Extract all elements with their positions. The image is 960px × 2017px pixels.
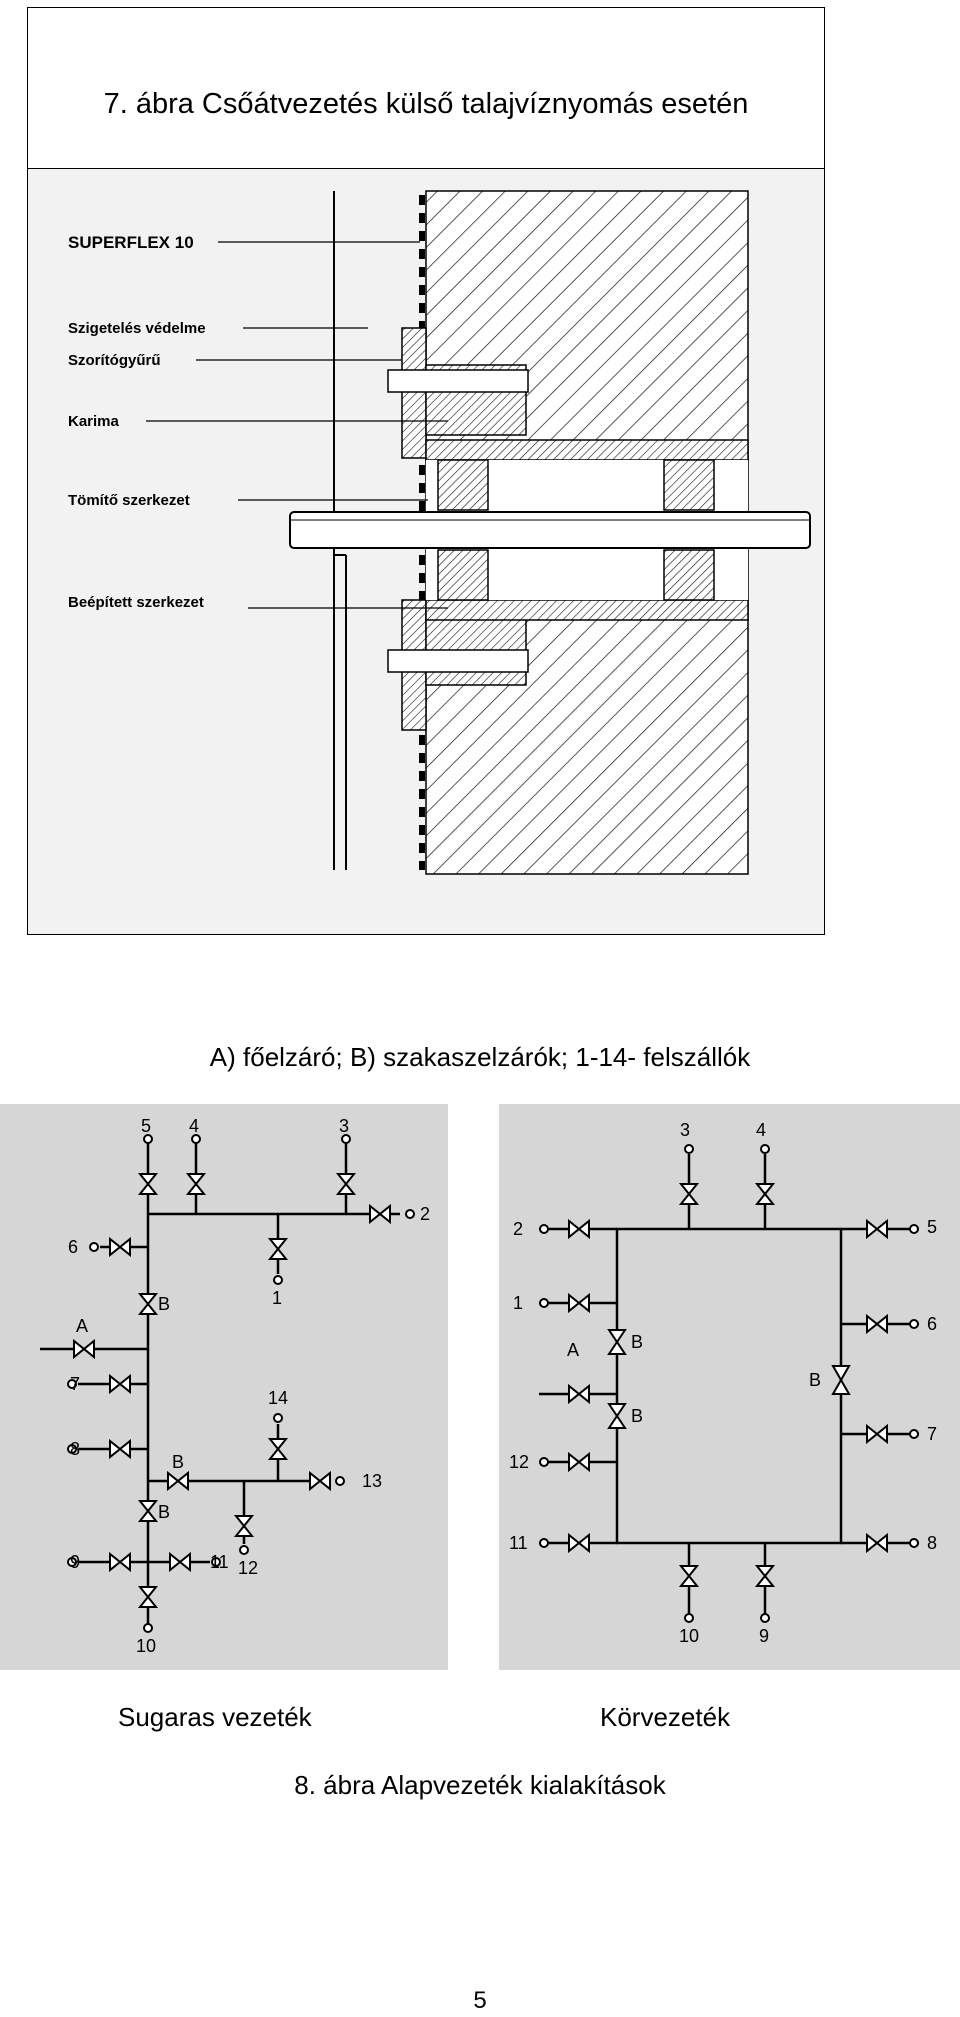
riser-label: 8 (927, 1533, 938, 1553)
riser-label: 8 (70, 1439, 81, 1459)
riser-label: 12 (509, 1452, 530, 1472)
riser-label: 6 (927, 1314, 938, 1334)
figure-7-title-box (27, 7, 825, 169)
valve-letter-b: B (158, 1502, 171, 1522)
label-built-in-structure: Beépített szerkezet (68, 594, 204, 611)
label-superflex: SUPERFLEX 10 (68, 233, 194, 252)
riser-label: 12 (238, 1558, 259, 1578)
figure-7-title: 7. ábra Csőátvezetés külső talajvíznyomá… (103, 88, 749, 120)
riser-label: 6 (68, 1237, 79, 1257)
figure-8-title: 8. ábra Alapvezeték kialakítások (294, 1770, 666, 1800)
ring-network-diagram (539, 1144, 919, 1623)
label-insulation-protection: Szigetelés védelme (68, 320, 206, 337)
label-sealing-structure: Tömítő szerkezet (68, 492, 190, 509)
riser-label: 5 (141, 1116, 152, 1136)
valve-letter-b: B (158, 1294, 171, 1314)
radial-network-caption: Sugaras vezeték (118, 1702, 312, 1732)
valve-letter-a: A (567, 1340, 580, 1360)
valve-letter-a: A (76, 1316, 89, 1336)
valve-letter-b: B (631, 1332, 644, 1352)
riser-label: 3 (339, 1116, 350, 1136)
riser-label: 4 (189, 1116, 200, 1136)
ring-network-panel: 3 4 2 5 1 6 7 12 11 8 10 9 A B B B (499, 1104, 960, 1670)
page-number: 5 (473, 1987, 487, 2014)
valve-letter-b: B (631, 1406, 644, 1426)
legend-caption: A) főelzáró; B) szakaszelzárók; 1-14- fe… (209, 1042, 751, 1072)
riser-label: 2 (420, 1204, 431, 1224)
riser-label: 11 (210, 1552, 229, 1572)
riser-label: 14 (268, 1388, 289, 1408)
riser-label: 7 (927, 1424, 938, 1444)
riser-label: 9 (70, 1552, 81, 1572)
ring-network-caption: Körvezeték (600, 1702, 731, 1732)
riser-label: 4 (756, 1120, 767, 1140)
riser-label: 11 (509, 1533, 528, 1553)
valve-letter-b: B (172, 1452, 185, 1472)
riser-label: 1 (272, 1288, 283, 1308)
pipe-penetration-drawing (28, 170, 824, 934)
radial-network-panel: 5 4 3 2 6 1 7 8 14 13 9 11 12 10 A B B B (0, 1104, 448, 1670)
riser-label: 2 (513, 1219, 524, 1239)
riser-label: 10 (136, 1636, 157, 1656)
riser-label: 10 (679, 1626, 700, 1646)
riser-label: 9 (759, 1626, 770, 1646)
riser-label: 1 (513, 1293, 524, 1313)
riser-label: 7 (70, 1374, 81, 1394)
radial-network-diagram (40, 1134, 415, 1633)
riser-label: 3 (680, 1120, 691, 1140)
riser-label: 5 (927, 1217, 938, 1237)
valve-letter-b: B (809, 1370, 822, 1390)
label-clamp-ring: Szorítógyűrű (68, 352, 161, 369)
label-flange: Karima (68, 413, 119, 430)
riser-label: 13 (362, 1471, 383, 1491)
